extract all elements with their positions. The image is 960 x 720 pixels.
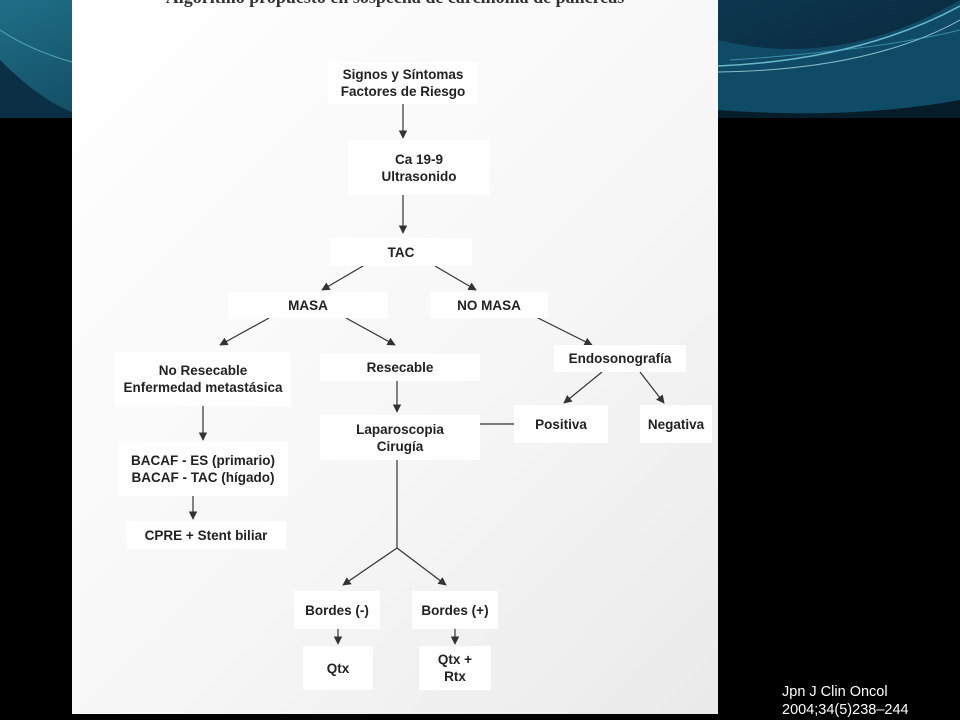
citation-reference: 2004;34(5)238–244 [782,702,909,718]
node-cpre: CPRE + Stent biliar [126,521,286,549]
node-positiva: Positiva [514,405,608,443]
node-resecable: Resecable [320,354,480,381]
node-signos-sintomas: Signos y Síntomas Factores de Riesgo [328,62,478,104]
node-ca199-ultrasonido: Ca 19-9 Ultrasonido [348,140,490,195]
citation: Jpn J Clin Oncol 2004;34(5)238–244 [782,683,952,719]
arrow-tac-masa [321,265,364,291]
flowchart-panel: Algoritmo propuesto en sospecha de carci… [72,0,718,714]
node-bordes-pos: Bordes (+) [412,591,498,629]
arrow-split-bordes-pos [396,547,447,586]
node-bacaf: BACAF - ES (primario) BACAF - TAC (hígad… [118,442,288,496]
page-title: Algoritmo propuesto en sospecha de carci… [72,0,718,8]
node-endosonografia: Endosonografía [554,345,686,372]
node-qtx: Qtx [303,646,373,690]
arrow-tac-no-masa [434,265,477,291]
node-bordes-neg: Bordes (-) [294,591,380,629]
citation-journal: Jpn J Clin Oncol [782,684,888,700]
node-no-masa: NO MASA [430,292,548,318]
arrow-endosonografia-negativa [639,371,665,404]
arrow-masa-no-resecable [219,317,270,346]
arrow-split-bordes-neg [342,547,398,586]
node-tac: TAC [330,238,472,266]
arrow-masa-resecable [345,317,396,346]
arrow-endosonografia-positiva [563,371,603,404]
node-masa: MASA [228,292,388,318]
node-qtx-rtx: Qtx + Rtx [419,646,491,690]
node-negativa: Negativa [640,405,712,443]
node-laparoscopia: Laparoscopia Cirugía [320,415,480,460]
node-no-resecable: No Resecable Enfermedad metastásica [115,352,291,406]
